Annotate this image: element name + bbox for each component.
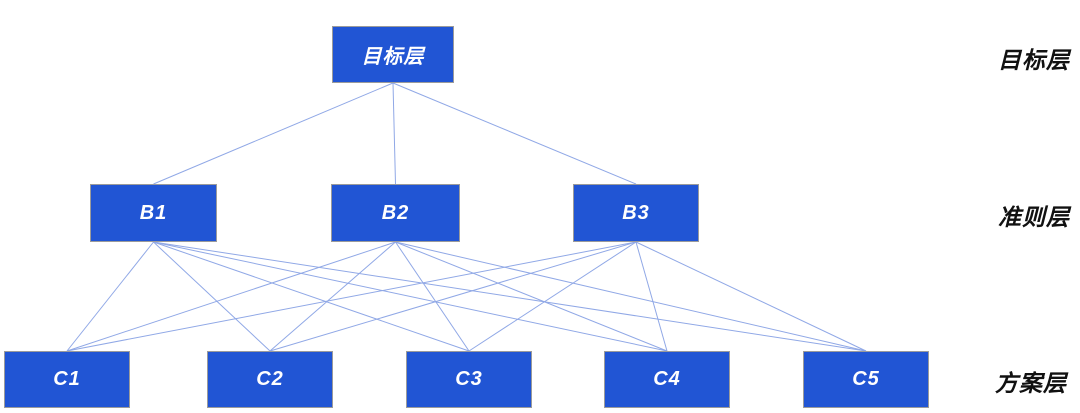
- edge-line-B3-C1: [66, 241, 637, 352]
- edge-line-B1-C2: [153, 241, 271, 352]
- node-label: B2: [381, 201, 410, 224]
- edge-line-B1-C5: [153, 241, 867, 352]
- node-C3: C3: [406, 351, 532, 408]
- node-label: C5: [852, 368, 880, 390]
- edge-line-B3-C4: [635, 241, 668, 352]
- node-label: C1: [53, 368, 81, 390]
- node-B3: B3: [573, 184, 699, 242]
- edge-line-B2-C3: [395, 241, 470, 352]
- edge-line-B1-C4: [153, 241, 668, 352]
- node-label: C2: [256, 368, 284, 390]
- node-label: C3: [455, 368, 483, 390]
- node-C1: C1: [4, 351, 130, 408]
- edge-line-B1-C3: [153, 241, 470, 352]
- edge-line-goal-B3: [392, 82, 637, 185]
- edge-line-B3-C5: [635, 241, 867, 352]
- node-label: B3: [622, 201, 650, 224]
- edge-line-B2-C4: [395, 241, 668, 352]
- layer-label-2: 方案层: [995, 370, 1067, 396]
- node-label: 目标层: [361, 46, 425, 68]
- edge-line-B1-C1: [66, 241, 154, 352]
- edge-line-B2-C2: [269, 241, 396, 352]
- layer-label-1: 准则层: [998, 204, 1070, 230]
- node-label: C4: [653, 368, 681, 390]
- node-B1: B1: [90, 184, 217, 242]
- node-C5: C5: [803, 351, 929, 408]
- edge-line-goal-B1: [153, 82, 394, 185]
- edge-line-B3-C2: [269, 241, 637, 352]
- edge-line-goal-B2: [392, 82, 396, 185]
- node-goal: 目标层: [332, 26, 454, 83]
- edge-line-B2-C1: [66, 241, 396, 352]
- node-C2: C2: [207, 351, 333, 408]
- node-C4: C4: [604, 351, 730, 408]
- node-label: B1: [139, 201, 168, 224]
- edge-line-B2-C5: [395, 241, 867, 352]
- edge-line-B3-C3: [468, 241, 637, 352]
- node-B2: B2: [331, 184, 460, 242]
- layer-label-0: 目标层: [998, 47, 1070, 73]
